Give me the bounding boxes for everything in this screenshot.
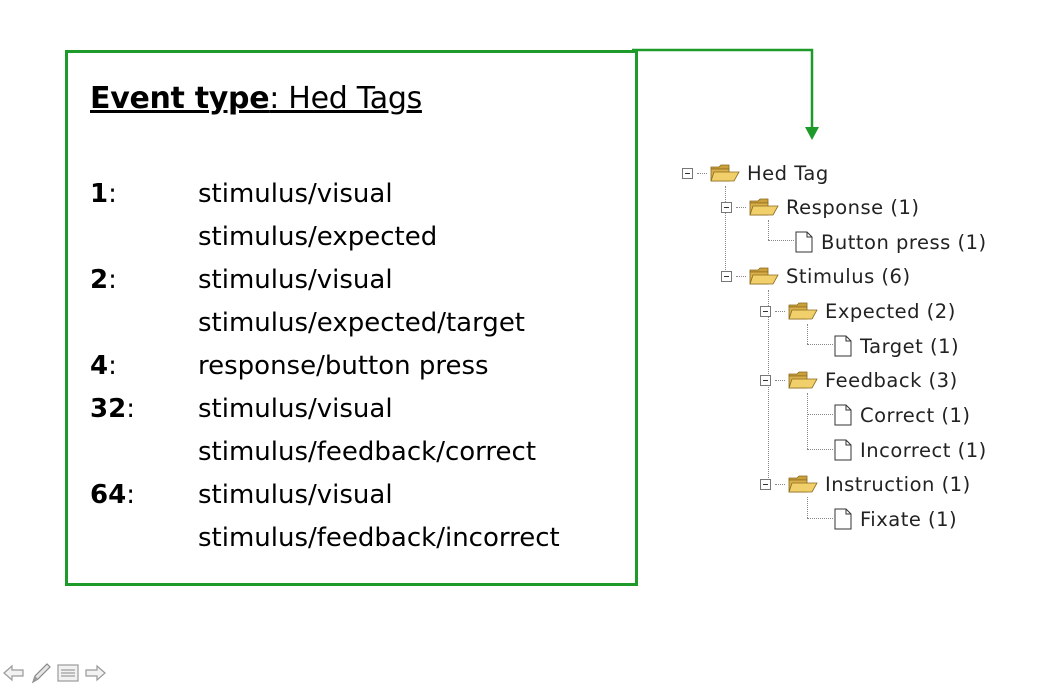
open-folder-icon (788, 475, 818, 493)
event-tag: response/button press (198, 351, 489, 381)
tree-label: Correct (1) (860, 403, 971, 427)
event-row: 1: stimulus/visual stimulus/expected (90, 173, 560, 259)
event-list: 1: stimulus/visual stimulus/expected 2: … (90, 173, 560, 560)
collapse-toggle-icon[interactable] (721, 201, 732, 213)
tree-label: Target (1) (860, 334, 960, 358)
event-code: 32: (90, 394, 135, 424)
tree-guide (775, 310, 785, 312)
tree-node-stimulus[interactable]: Stimulus (6) (721, 263, 911, 289)
tree-guide (807, 393, 808, 449)
back-arrow-icon[interactable] (2, 662, 26, 684)
event-tag: stimulus/visual (198, 480, 393, 510)
tree-label: Button press (1) (821, 230, 987, 254)
tree-guide (768, 220, 769, 240)
event-tag: stimulus/expected/target (198, 308, 526, 338)
collapse-toggle-icon[interactable] (760, 478, 771, 490)
tree-label: Hed Tag (747, 161, 829, 185)
open-folder-icon (710, 164, 740, 182)
event-type-panel: Event type: Hed Tags 1: stimulus/visual … (65, 50, 638, 586)
event-tag: stimulus/visual (198, 394, 393, 424)
event-code: 2: (90, 265, 117, 295)
event-tags: stimulus/visual stimulus/expected (198, 173, 437, 259)
event-code: 64: (90, 480, 135, 510)
file-icon (795, 231, 813, 253)
event-tags: stimulus/visual stimulus/expected/target (198, 259, 525, 345)
tree-node-button-press[interactable]: Button press (1) (795, 229, 987, 255)
collapse-toggle-icon[interactable] (721, 270, 732, 282)
event-row: 64: stimulus/visual stimulus/feedback/in… (90, 474, 560, 560)
tree-label: Incorrect (1) (860, 438, 987, 462)
tree-guide (807, 414, 833, 415)
tree-guide (807, 324, 808, 344)
tree-guide (807, 449, 833, 450)
file-icon (834, 508, 852, 530)
event-tag: stimulus/feedback/correct (198, 437, 537, 467)
tree-node-instruction[interactable]: Instruction (1) (760, 471, 971, 497)
tree-node-fixate[interactable]: Fixate (1) (834, 506, 957, 532)
tree-node-incorrect[interactable]: Incorrect (1) (834, 437, 987, 463)
event-row: 2: stimulus/visual stimulus/expected/tar… (90, 259, 560, 345)
file-icon (834, 439, 852, 461)
open-folder-icon (749, 267, 779, 285)
tree-guide (775, 483, 785, 485)
tree-guide (807, 497, 808, 518)
tree-label: Fixate (1) (860, 507, 958, 531)
pen-icon[interactable] (29, 662, 53, 684)
tree-label: Response (1) (786, 195, 920, 219)
open-folder-icon (749, 198, 779, 216)
open-folder-icon (788, 371, 818, 389)
event-tag: stimulus/visual (198, 179, 393, 209)
tree-label: Instruction (1) (825, 472, 971, 496)
hed-tag-tree: Hed Tag Response (1) Button press (1) St… (680, 158, 1020, 538)
tree-node-correct[interactable]: Correct (1) (834, 402, 971, 428)
event-code: 1: (90, 179, 117, 209)
tree-guide (807, 518, 833, 519)
notes-icon[interactable] (56, 662, 80, 684)
event-row: 32: stimulus/visual stimulus/feedback/co… (90, 388, 560, 474)
collapse-toggle-icon[interactable] (760, 305, 771, 317)
event-title-rest: : Hed Tags (269, 81, 422, 116)
tree-node-response[interactable]: Response (1) (721, 194, 919, 220)
tree-guide (768, 290, 769, 490)
slideshow-nav (2, 662, 107, 684)
open-folder-icon (788, 302, 818, 320)
event-row: 4: response/button press (90, 345, 560, 388)
tree-label: Feedback (3) (825, 368, 958, 392)
tree-node-feedback[interactable]: Feedback (3) (760, 367, 958, 393)
tree-node-target[interactable]: Target (1) (834, 333, 959, 359)
tree-guide (775, 379, 785, 381)
event-title-bold: Event type (90, 81, 270, 116)
event-code: 4: (90, 351, 117, 381)
event-tag: stimulus/feedback/incorrect (198, 523, 560, 553)
event-panel-title: Event type: Hed Tags (90, 81, 422, 116)
collapse-toggle-icon[interactable] (682, 167, 693, 179)
tree-guide (807, 344, 833, 345)
event-tags: response/button press (198, 345, 489, 388)
event-tag: stimulus/expected (198, 222, 438, 252)
tree-label: Expected (2) (825, 299, 956, 323)
event-tags: stimulus/visual stimulus/feedback/incorr… (198, 474, 560, 560)
tree-node-hed-tag[interactable]: Hed Tag (682, 160, 829, 186)
forward-arrow-icon[interactable] (83, 662, 107, 684)
file-icon (834, 335, 852, 357)
tree-guide (697, 172, 707, 174)
tree-guide (736, 275, 746, 277)
collapse-toggle-icon[interactable] (760, 374, 771, 386)
tree-guide (725, 186, 726, 276)
tree-guide (736, 206, 746, 208)
event-tags: stimulus/visual stimulus/feedback/correc… (198, 388, 536, 474)
tree-label: Stimulus (6) (786, 264, 911, 288)
event-tag: stimulus/visual (198, 265, 393, 295)
tree-guide (768, 240, 794, 241)
file-icon (834, 404, 852, 426)
tree-node-expected[interactable]: Expected (2) (760, 298, 956, 324)
